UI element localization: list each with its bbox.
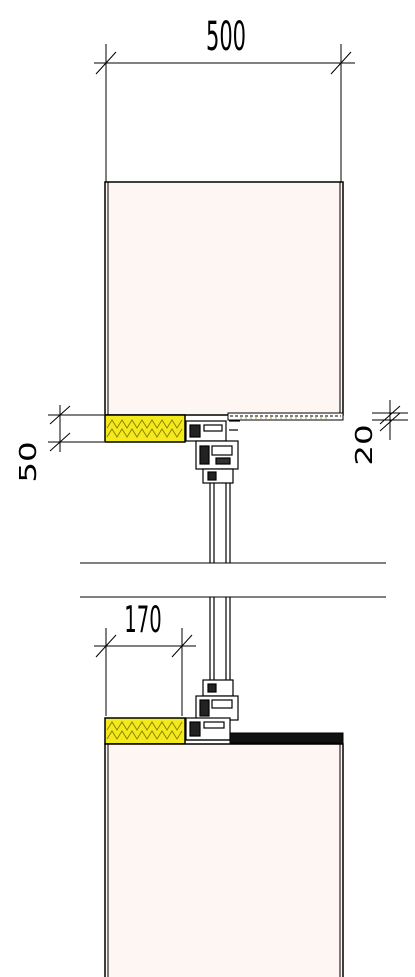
dimension-lower-offset [94,628,196,716]
dimension-top-width-label: 500 [206,12,246,60]
dimension-right-lining-label: 20 [351,424,378,465]
break-lines [80,562,386,598]
glazing-upper [209,483,231,563]
lower-wall-section [104,743,344,977]
dimension-left-insulation-label: 50 [15,441,42,482]
dimension-right-lining [372,400,408,440]
dimension-top-width [94,44,355,182]
dimension-lower-offset-label: 170 [124,598,161,640]
upper-lining-strip [227,412,344,421]
glazing-lower [209,597,231,680]
window-frame-profile-upper [185,420,240,484]
insulation-strip-lower [104,717,186,745]
window-frame-profile-lower [185,679,239,741]
lower-lining-strip [229,732,344,744]
dimension-left-insulation [48,405,104,452]
upper-wall-section [104,181,344,416]
insulation-strip-upper [104,414,186,443]
